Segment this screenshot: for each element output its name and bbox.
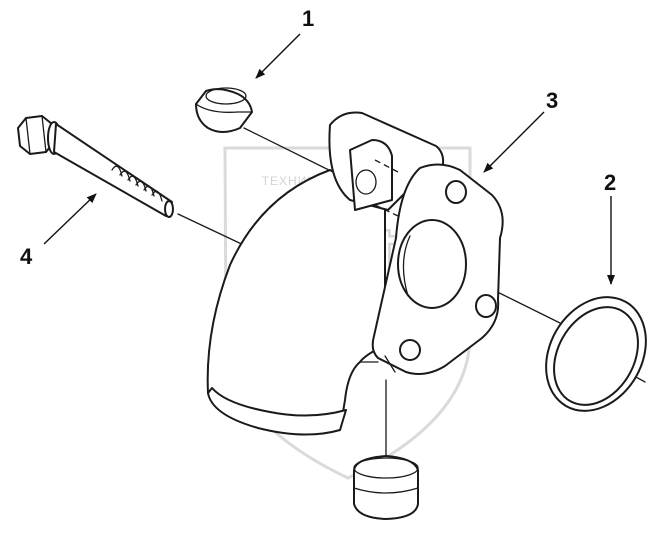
part-1-plug-top (195, 87, 253, 133)
callout-4: 4 (20, 244, 33, 269)
callout-leaders (43, 33, 615, 285)
part-1-plug-bottom (353, 455, 419, 520)
part-3-elbow-housing (206, 111, 504, 436)
callout-labels: 1 2 3 4 (20, 6, 616, 269)
leader-1 (255, 33, 301, 79)
callout-3: 3 (546, 88, 558, 113)
leader-4 (43, 193, 97, 245)
part-4-bolt (17, 115, 174, 218)
part-2-seal-ring (545, 296, 647, 412)
callout-1: 1 (302, 6, 314, 31)
callout-2: 2 (604, 170, 616, 195)
bolt-thread (111, 165, 163, 202)
leader-3 (483, 111, 545, 173)
